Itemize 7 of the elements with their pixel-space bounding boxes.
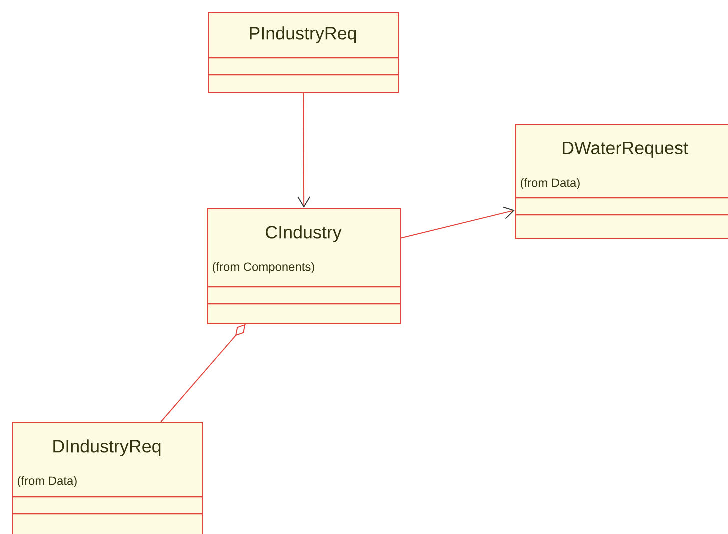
aggregation-line xyxy=(160,324,246,422)
class-box: DIndustryReq (from Data) xyxy=(12,422,204,534)
class-box: CIndustry (from Components) xyxy=(207,208,402,324)
class-box: PIndustryReq xyxy=(208,12,400,94)
arrow xyxy=(400,206,515,239)
arrow xyxy=(298,92,311,208)
class-box: DWaterRequest (from Data) xyxy=(515,124,728,240)
